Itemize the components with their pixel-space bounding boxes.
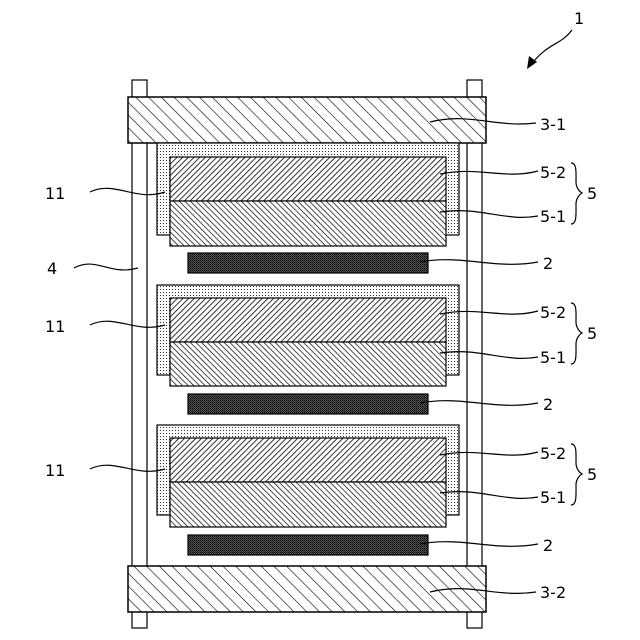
layer-5-2-unit-2: [170, 298, 446, 342]
wrap-11-leader-2: [90, 321, 165, 327]
group-5-label-2: 5: [587, 324, 597, 343]
group-5-label-1: 5: [587, 184, 597, 203]
brace-5-unit-2: [571, 303, 582, 364]
rod-leader: [74, 264, 138, 270]
layer-5-1-unit-3: [170, 482, 446, 527]
bottom-plate-label: 3-2: [540, 583, 566, 602]
left-rod: [132, 80, 147, 628]
layer-5-2-label-1: 5-2: [540, 163, 566, 182]
group-5-label-3: 5: [587, 465, 597, 484]
device-leader: [530, 30, 572, 66]
unit-1: [157, 143, 459, 273]
layer-5-2-label-3: 5-2: [540, 444, 566, 463]
rod-label: 4: [47, 259, 57, 278]
top-plate: [128, 97, 486, 143]
right-rod: [467, 80, 482, 628]
wrap-11-label-3: 11: [45, 461, 65, 480]
plate-2-label-1: 2: [543, 254, 553, 273]
plate-2-unit-2: [188, 394, 428, 414]
layer-5-1-label-1: 5-1: [540, 207, 566, 226]
plate-2-unit-1: [188, 253, 428, 273]
layer-5-2-unit-3: [170, 438, 446, 482]
plate-2-unit-3: [188, 535, 428, 555]
plate-2-label-3: 2: [543, 536, 553, 555]
unit-2: [157, 285, 459, 414]
unit-3: [157, 425, 459, 555]
top-plate-label: 3-1: [540, 115, 566, 134]
wrap-11-label-1: 11: [45, 184, 65, 203]
layer-5-1-unit-2: [170, 342, 446, 386]
layer-5-2-label-2: 5-2: [540, 303, 566, 322]
wrap-11-leader-1: [90, 188, 165, 194]
bottom-plate: [128, 566, 486, 612]
device-arrowhead: [527, 56, 537, 69]
brace-5-unit-1: [571, 163, 582, 224]
wrap-11-label-2: 11: [45, 317, 65, 336]
brace-5-unit-3: [571, 444, 582, 505]
layer-5-2-unit-1: [170, 157, 446, 201]
layer-5-1-label-3: 5-1: [540, 488, 566, 507]
layer-5-1-label-2: 5-1: [540, 348, 566, 367]
layer-5-1-unit-1: [170, 201, 446, 246]
plate-2-label-2: 2: [543, 395, 553, 414]
wrap-11-leader-3: [90, 465, 165, 471]
device-label: 1: [574, 9, 584, 28]
